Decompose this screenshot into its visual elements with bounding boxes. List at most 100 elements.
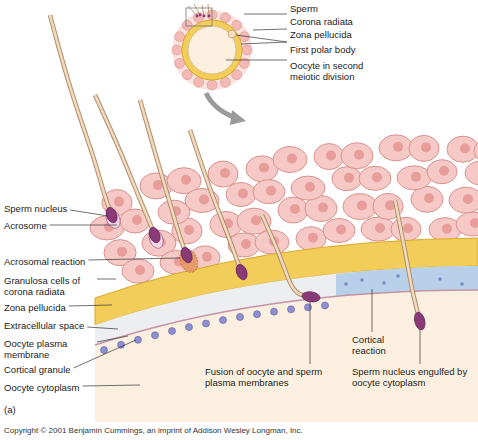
leader-line — [50, 225, 117, 226]
sperm-nucleus — [179, 246, 194, 265]
released-granule — [460, 282, 464, 286]
cortical-granule — [254, 311, 261, 318]
part-label: Extracellular space — [4, 320, 84, 331]
granulosa-cell — [465, 161, 478, 185]
cell-body — [253, 180, 285, 204]
cell-body — [465, 161, 478, 185]
sperm-tail — [190, 130, 242, 273]
cell-nucleus — [470, 218, 478, 228]
cell-body — [208, 161, 238, 187]
cortical-granule — [271, 308, 278, 315]
oocyte-membrane — [95, 290, 478, 345]
sperm-tail-outline — [140, 100, 187, 256]
sperm-nucleus — [147, 226, 162, 245]
granulosa-cell — [447, 136, 478, 162]
cortical-granule — [118, 341, 125, 348]
inset-oocyte-body — [188, 26, 236, 74]
granulosa-cell — [343, 194, 377, 220]
part-label: Granulosa cells of corona radiata — [4, 275, 94, 297]
cell-nucleus — [132, 215, 142, 225]
cell-body — [456, 212, 478, 236]
cell-nucleus — [251, 215, 261, 225]
cortical-granule — [220, 317, 227, 324]
cell-nucleus — [336, 225, 346, 235]
cell-body — [323, 219, 355, 243]
inset-sperm-tail — [194, 4, 200, 15]
sperm-tail — [395, 200, 420, 322]
cell-body — [361, 217, 395, 241]
sperm-tail-outline — [190, 130, 242, 273]
sperm-nucleus — [234, 263, 249, 282]
part-label: Cortical granule — [4, 364, 71, 375]
sperm — [190, 130, 249, 281]
part-label: Fusion of oocyte and sperm plasma membra… — [205, 366, 325, 388]
leader-line — [88, 258, 180, 260]
cell-body — [409, 135, 439, 161]
leader-line — [244, 14, 287, 15]
inset-sperm-cell — [194, 4, 201, 16]
cell-body — [449, 187, 478, 213]
sperm-cells — [50, 15, 427, 331]
zoom-box — [186, 8, 212, 26]
sperm-nucleus — [104, 206, 119, 225]
granulosa-cell — [323, 219, 355, 243]
cell-nucleus — [424, 193, 434, 203]
part-label: Sperm nucleus engulfed by oocyte cytopla… — [352, 366, 470, 388]
cortical-granule — [186, 324, 193, 331]
leader-line — [310, 302, 311, 364]
cell-nucleus — [238, 189, 248, 199]
released-granule — [344, 282, 348, 286]
leader-line — [241, 42, 287, 44]
inset-oocyte — [172, 4, 252, 125]
inset-sperm-cell — [202, 5, 205, 17]
sperm-head — [176, 245, 201, 275]
sperm — [95, 95, 166, 250]
leader-line — [226, 60, 287, 61]
cortical-granule — [101, 347, 108, 354]
cell-body — [397, 166, 431, 190]
cell-nucleus — [318, 202, 328, 212]
cell-body — [474, 138, 478, 164]
leader-line — [97, 336, 128, 342]
cell-nucleus — [442, 224, 452, 234]
granulosa-cell — [226, 183, 256, 207]
polar-body — [228, 30, 236, 38]
part-label: Sperm nucleus — [4, 203, 67, 214]
cell-body — [273, 146, 307, 172]
leader-line — [253, 29, 287, 30]
released-granule — [360, 278, 364, 282]
cell-nucleus — [241, 239, 251, 249]
granulosa-cell — [314, 144, 344, 170]
cell-nucleus — [135, 265, 145, 275]
corona-cell — [172, 45, 182, 55]
cell-nucleus — [184, 225, 194, 235]
part-label: Cortical reaction — [352, 334, 412, 356]
inset-label: Zona pellucida — [290, 29, 352, 40]
part-label: Acrosome — [4, 220, 47, 231]
granulosa-cell — [208, 161, 238, 187]
part-label: Zona pellucida — [4, 302, 66, 313]
cell-body — [291, 176, 325, 200]
cell-nucleus — [460, 143, 470, 153]
leader-line — [83, 385, 141, 386]
sperm-head — [234, 263, 249, 282]
leader-line — [97, 279, 116, 280]
part-label: Oocyte cytoplasm — [4, 382, 80, 393]
cortical-granule — [152, 332, 159, 339]
cell-body — [314, 144, 344, 170]
cell-nucleus — [439, 166, 449, 176]
cell-nucleus — [372, 172, 382, 182]
cell-nucleus — [117, 247, 127, 257]
leader-line — [236, 35, 287, 42]
cell-nucleus — [199, 195, 209, 205]
cell-nucleus — [393, 142, 403, 152]
sperm-nucleus — [301, 291, 320, 303]
cell-body — [379, 135, 413, 161]
inset-label: First polar body — [290, 44, 355, 55]
cell-body — [427, 160, 457, 184]
cell-body — [226, 183, 256, 207]
sperm-head — [301, 291, 320, 303]
cell-body — [343, 194, 377, 220]
sperm-tail-outline — [395, 200, 420, 322]
